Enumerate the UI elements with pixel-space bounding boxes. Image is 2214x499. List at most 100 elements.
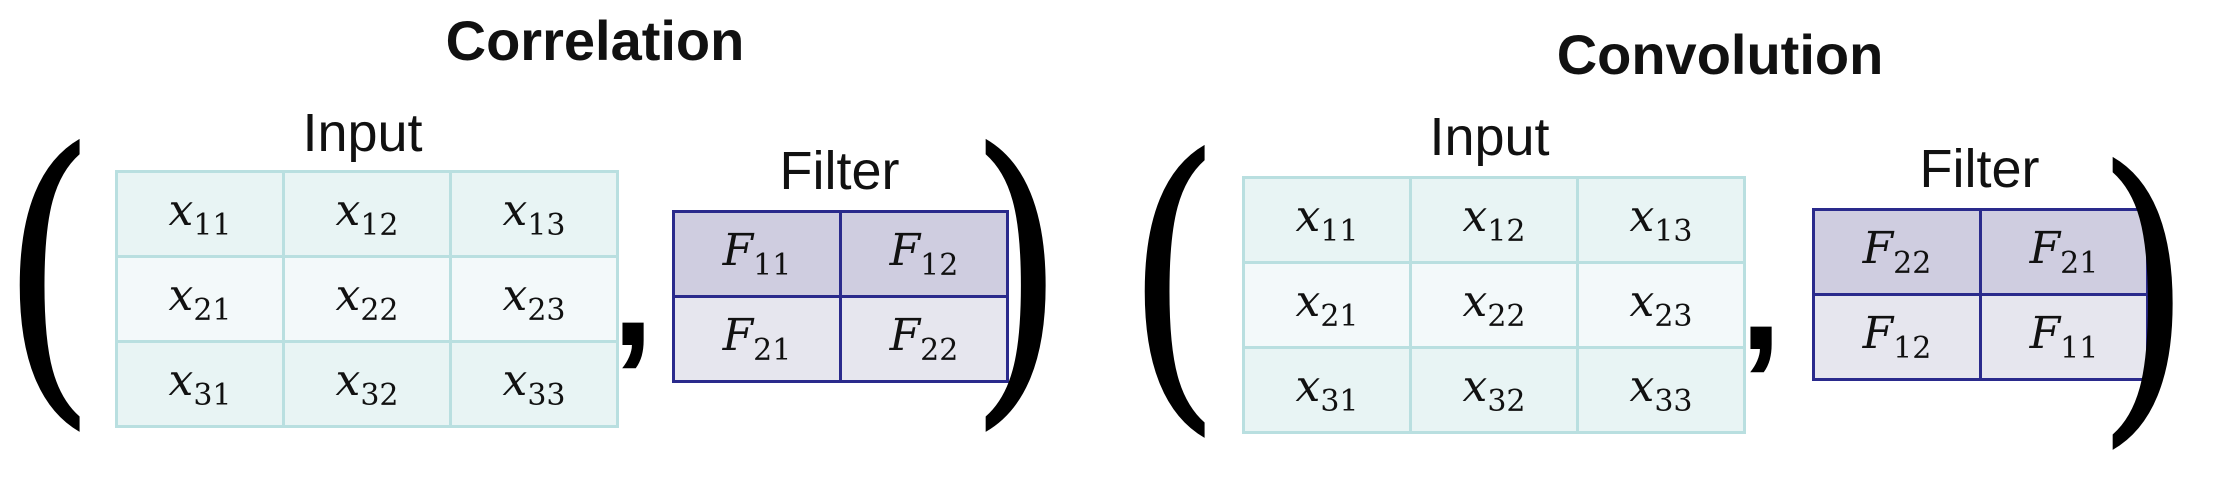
entry-subscript: 12 — [360, 207, 399, 243]
correlation-title: Correlation — [445, 9, 745, 72]
entry-subscript: 21 — [193, 292, 232, 328]
input-cell-2-2: x22 — [282, 255, 452, 343]
correlation-comma: , — [612, 209, 654, 377]
entry-symbol: x — [335, 185, 361, 237]
convolution-close-paren: ) — [2095, 104, 2193, 476]
entry-symbol: F — [1862, 223, 1894, 275]
filter-row: F12 F11 — [1812, 293, 2149, 381]
correlation-filter-label: Filter — [779, 141, 900, 201]
entry-subscript: 22 — [920, 332, 959, 368]
entry-subscript: 31 — [193, 377, 232, 413]
entry-subscript: 12 — [920, 247, 959, 283]
input-cell-2-3: x23 — [1576, 261, 1746, 349]
input-cell-3-1: x31 — [115, 340, 285, 428]
entry-subscript: 13 — [527, 207, 566, 243]
matrix-entry: x13 — [1629, 191, 1692, 249]
input-cell-2-2: x22 — [1409, 261, 1579, 349]
matrix-entry: x22 — [335, 270, 398, 328]
input-cell-3-3: x33 — [1576, 346, 1746, 434]
entry-symbol: x — [1462, 276, 1488, 328]
entry-subscript: 11 — [753, 247, 792, 283]
matrix-entry: x31 — [168, 355, 231, 413]
entry-subscript: 21 — [753, 332, 792, 368]
matrix-entry: F21 — [2029, 223, 2099, 281]
entry-symbol: x — [502, 270, 528, 322]
correlation-input-label: Input — [302, 103, 423, 163]
entry-symbol: x — [1462, 361, 1488, 413]
matrix-entry: x11 — [1295, 191, 1358, 249]
matrix-entry: x33 — [502, 355, 565, 413]
matrix-entry: x12 — [335, 185, 398, 243]
entry-symbol: x — [1462, 191, 1488, 243]
filter-cell-2-2: F11 — [1979, 293, 2149, 381]
entry-symbol: x — [168, 270, 194, 322]
entry-symbol: x — [168, 185, 194, 237]
entry-symbol: x — [1295, 361, 1321, 413]
matrix-entry: F12 — [890, 225, 959, 283]
matrix-entry: F22 — [889, 310, 959, 368]
convolution-comma: , — [1740, 213, 1782, 381]
matrix-entry: x31 — [1295, 361, 1358, 419]
filter-cell-1-1: F22 — [1812, 208, 1982, 296]
entry-subscript: 32 — [1487, 383, 1526, 419]
matrix-entry: x23 — [502, 270, 565, 328]
input-cell-3-1: x31 — [1242, 346, 1412, 434]
entry-symbol: x — [502, 185, 528, 237]
filter-row: F22 F21 — [1812, 208, 2149, 296]
convolution-input-label: Input — [1429, 107, 1550, 167]
entry-symbol: x — [1295, 191, 1321, 243]
entry-symbol: x — [1629, 191, 1655, 243]
input-cell-1-2: x12 — [1409, 176, 1579, 264]
matrix-entry: F21 — [722, 310, 792, 368]
entry-subscript: 23 — [527, 292, 566, 328]
entry-symbol: x — [335, 270, 361, 322]
entry-symbol: F — [722, 310, 754, 362]
entry-symbol: F — [889, 310, 921, 362]
entry-subscript: 22 — [1487, 298, 1526, 334]
filter-cell-1-2: F21 — [1979, 208, 2149, 296]
entry-symbol: x — [1629, 361, 1655, 413]
convolution-open-paren: ( — [1125, 92, 1223, 464]
entry-subscript: 11 — [1320, 213, 1359, 249]
entry-subscript: 11 — [193, 207, 232, 243]
entry-subscript: 12 — [1893, 330, 1932, 366]
matrix-entry: x33 — [1629, 361, 1692, 419]
input-cell-2-1: x21 — [1242, 261, 1412, 349]
matrix-entry: F12 — [1862, 308, 1932, 366]
matrix-entry: x12 — [1462, 191, 1525, 249]
matrix-entry: x21 — [1295, 276, 1358, 334]
matrix-entry: F11 — [722, 225, 792, 283]
input-cell-1-2: x12 — [282, 170, 452, 258]
entry-subscript: 13 — [1654, 213, 1693, 249]
matrix-entry: F11 — [2030, 308, 2099, 366]
input-cell-3-3: x33 — [449, 340, 619, 428]
entry-symbol: F — [722, 225, 754, 277]
input-cell-1-3: x13 — [1576, 176, 1746, 264]
entry-symbol: F — [1862, 308, 1894, 360]
entry-symbol: x — [1295, 276, 1321, 328]
matrix-entry: x32 — [1462, 361, 1525, 419]
input-cell-1-3: x13 — [449, 170, 619, 258]
convolution-filter-label: Filter — [1919, 139, 2040, 199]
matrix-entry: x21 — [168, 270, 231, 328]
correlation-close-paren: ) — [968, 86, 1066, 458]
convolution-title: Convolution — [1556, 23, 1884, 86]
filter-cell-2-1: F21 — [672, 295, 842, 383]
matrix-entry: x13 — [502, 185, 565, 243]
filter-cell-2-1: F12 — [1812, 293, 1982, 381]
input-cell-3-2: x32 — [1409, 346, 1579, 434]
matrix-entry: x23 — [1629, 276, 1692, 334]
filter-cell-1-2: F12 — [839, 210, 1009, 298]
input-cell-2-3: x23 — [449, 255, 619, 343]
entry-symbol: F — [2029, 223, 2061, 275]
matrix-entry: x11 — [168, 185, 231, 243]
